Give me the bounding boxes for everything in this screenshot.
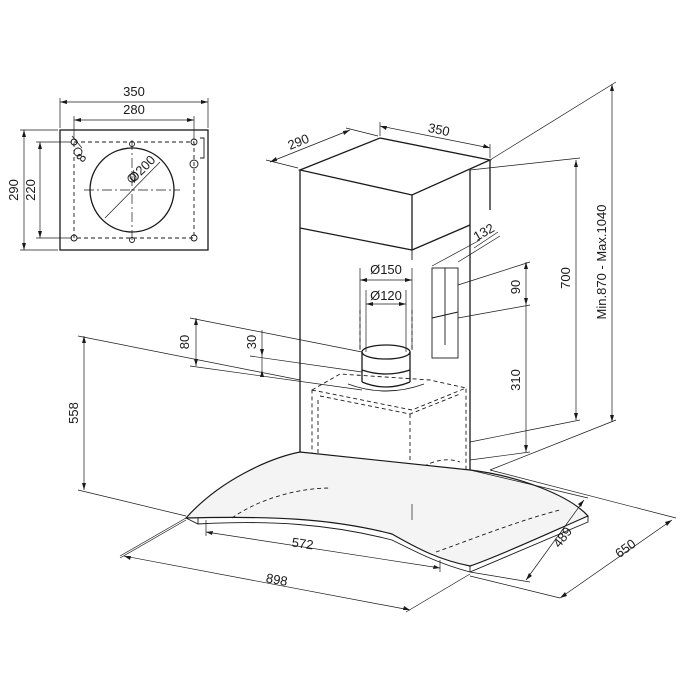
hole-spacing-x-label: 280 — [123, 102, 145, 117]
hole-spacing-y-label: 220 — [23, 179, 38, 201]
chimney-height-label: 700 — [558, 267, 573, 289]
dim-chimney-depth — [265, 127, 379, 169]
dim-total-width — [119, 519, 471, 613]
dim-offsets — [457, 261, 531, 461]
plate-outline — [59, 129, 209, 251]
screw-hole-label: 8 — [73, 151, 90, 165]
plate-depth-label: 290 — [6, 179, 21, 201]
plate-width-label: 350 — [123, 84, 145, 99]
dim-bracket-width — [431, 231, 501, 267]
dim-total-depth — [469, 469, 677, 599]
outlet-top-ellipse — [361, 344, 411, 360]
chimney — [297, 137, 493, 482]
screw-hole-leader — [71, 135, 83, 149]
collar-step-label: 30 — [244, 335, 259, 349]
chimney-width-label: 350 — [427, 120, 451, 139]
dim-chimney-width — [379, 122, 491, 158]
collar-height-label: 80 — [177, 335, 192, 349]
dim-collar — [189, 317, 363, 391]
upper-offset-label: 90 — [508, 280, 523, 294]
dim-chimney-height — [469, 157, 581, 443]
outlet-inner-label: Ø120 — [370, 288, 402, 303]
body-height-label: 558 — [66, 402, 81, 424]
chimney-depth-label: 290 — [285, 131, 311, 153]
total-depth-label: 650 — [612, 536, 638, 561]
top-view-plate — [20, 98, 209, 251]
chimney-top-face — [297, 137, 493, 196]
inner-width-label: 572 — [291, 535, 315, 553]
glass-canopy — [184, 451, 590, 573]
diameter-line — [104, 161, 161, 219]
dim-inner-width — [205, 520, 441, 572]
center-mark — [127, 173, 137, 183]
total-height-label: Min.870 - Max.1040 — [594, 205, 609, 320]
outlet-outer-label: Ø150 — [370, 262, 402, 277]
total-width-label: 898 — [265, 570, 289, 589]
duct-outlet — [347, 268, 425, 392]
dim-inner-depth — [469, 469, 589, 583]
dim-body-height — [77, 335, 301, 517]
lower-offset-label: 310 — [508, 369, 523, 391]
side-notch — [200, 137, 205, 159]
dim-total-height — [489, 81, 617, 471]
